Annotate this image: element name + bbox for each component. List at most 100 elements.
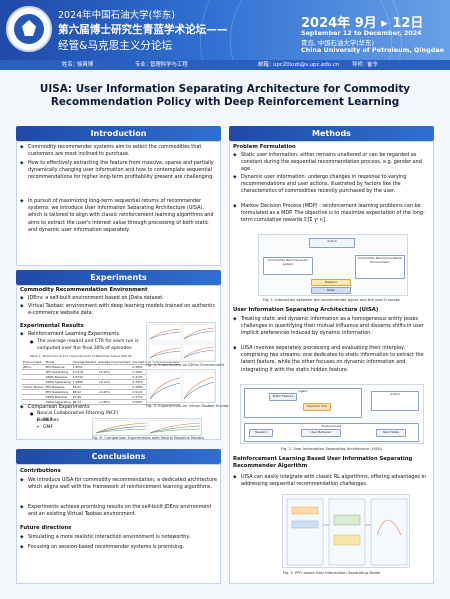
table-cell: Average Reward (71, 360, 98, 365)
venue-english: China University of Petroleum, Qingdao (301, 46, 444, 54)
fig3-caption: Fig. 3. PPO based User Information Separ… (282, 571, 381, 575)
table-cell: PPO Separating (44, 389, 72, 395)
table-cell: 64.05 (71, 384, 98, 390)
table-cell: 68.02 (71, 389, 98, 395)
env-bullet: JDEnv: a self-built environment based on… (20, 295, 218, 302)
major-label: 专业： (135, 62, 152, 68)
table-cell: 0.3851 (131, 364, 153, 370)
forum-line3: 经管&马克思主义分论坛 (58, 40, 173, 52)
table-cell: 0.4860 (131, 384, 153, 390)
fig5-svg (148, 371, 215, 402)
table-cell: - (97, 374, 132, 380)
table-cell: CTR Improvement (152, 360, 181, 365)
table-cell: 2.0178 (71, 369, 98, 375)
table-cell: - (97, 384, 132, 390)
table-cell: 0.3954 (131, 379, 153, 385)
intro-bullet: In pursuit of maximizing long-term seque… (20, 198, 218, 234)
fig2-caption: Fig. 2. User Information Separating Arch… (281, 447, 382, 451)
fig1-diagram: Action Commodity Recommender system Comm… (258, 234, 408, 296)
header-banner: 2024年中国石油大学(华东) 第六届博士研究生青蓝学术论坛—— 经管&马克思主… (0, 0, 450, 60)
table-cell: 0.5121 (131, 389, 153, 395)
future-bullet: Simulating a more realistic interaction … (20, 534, 218, 541)
fig1-node-state: State (311, 287, 351, 294)
table-cell: 1.9890 (71, 379, 98, 385)
fig2-node-user-behavior: User Behavior (301, 429, 341, 437)
problem-bullet: Static user information: either remains … (233, 152, 431, 174)
table-cell: DDPG Separating (44, 379, 72, 385)
experiments-heading: Experiments (16, 270, 221, 285)
table-cell: +6.20% (97, 389, 132, 395)
fig2-node-dynamic: Dynamic Info (303, 403, 331, 411)
fig1-node-recommender: Commodity Recommender system (263, 257, 313, 275)
fig5-caption: Fig. 5. Experiments on Virtual Taobao En… (146, 404, 240, 408)
comparison-item: GMF (36, 425, 86, 432)
fig6-svg (94, 420, 201, 435)
table-cell (22, 379, 45, 385)
results-bullet-comparison: Comparison Experiments (20, 404, 140, 411)
table-cell (22, 374, 45, 380)
table-cell: PPO Separating (44, 369, 72, 375)
fig1-node-reward: Reward (311, 279, 351, 286)
date-main: 2024年 9月 ▸ 12日 (301, 16, 424, 31)
comparison-item: MLP (36, 418, 86, 425)
intro-bullet: How to effectively extracting the featur… (20, 160, 218, 182)
fig2-node-next-state: Next State (376, 429, 406, 437)
table-cell: JDEnv (22, 364, 45, 370)
table-cell: Average CTR (131, 360, 153, 365)
results-sub-bullet: The average reward and CTR for each run … (30, 339, 140, 352)
introduction-heading: Introduction (16, 126, 221, 141)
uisa-bullet: UISA involves separately processing and … (233, 345, 431, 374)
table-cell: 0.4062 (131, 369, 153, 375)
results-title: Experimental Results (20, 323, 84, 329)
uisa-bullet: Treating static and dynamic information … (233, 316, 431, 338)
rl-bullet: UISA can easily integrate with classic R… (233, 474, 431, 488)
email-label: 邮箱： (258, 62, 275, 68)
paper-title: UISA: User Information Separating Archit… (20, 83, 430, 109)
author-info-bar: 姓名： 徐爽博 专业： 管理科学与工程 邮箱： upc20xub@s.upc.e… (0, 60, 450, 70)
table-cell: - (97, 364, 132, 370)
author-email: upc20xub@s.upc.edu.cn (273, 62, 340, 68)
fig2-node-reward: Reward (249, 429, 273, 437)
uisa-title: User Information Separating Architecture… (233, 307, 379, 313)
fig3-diagram (282, 494, 410, 568)
university-logo (6, 6, 52, 52)
table-cell: 0.3703 (131, 374, 153, 380)
fig1-caption: Fig. 1. Interaction between the recommen… (263, 298, 400, 302)
title-line1: UISA: User Information Separating Archit… (39, 83, 411, 95)
fig6-plot (92, 418, 202, 436)
table-cell: 1.8744 (71, 374, 98, 380)
advisor-label: 导师： (352, 62, 369, 68)
advisor-name: 崔令 (367, 62, 378, 68)
future-title: Future directions (20, 525, 72, 531)
table-title: Table 1. Performance and improvements of… (30, 354, 132, 358)
fig4-caption: Fig. 4. Experiments on JDEnv Environment (146, 363, 224, 367)
future-bullet: Focusing on session-based recommender sy… (20, 544, 218, 551)
title-line2: Recommendation Policy with Deep Reinforc… (50, 96, 400, 108)
fig3-svg (286, 498, 408, 566)
fig2-diagram: Agent Static Feature Dynamic Info Action… (240, 384, 424, 444)
fig1-node-environment: Commodity Recommendation Environment (355, 255, 405, 279)
author-major: 管理科学与工程 (150, 62, 188, 68)
methods-heading: Methods (229, 126, 434, 141)
logo-mark-icon (22, 20, 36, 36)
contribution-bullet: Experiments achieve promising results on… (20, 504, 218, 518)
table-cell: - (97, 394, 132, 400)
fig4-svg (148, 324, 215, 361)
contributions-title: Contributions (20, 468, 61, 474)
env-bullet: Virtual Taobao: environment with deep le… (20, 303, 218, 317)
table-cell (22, 394, 45, 400)
forum-line2: 第六届博士研究生青蓝学术论坛—— (58, 24, 228, 36)
table-header-row: Environment Model Average Reward Average… (22, 360, 181, 365)
rl-title: Reinforcement Learning Based User Inform… (233, 456, 413, 469)
name-label: 姓名： (62, 62, 79, 68)
table-cell (22, 369, 45, 375)
fig6-caption: Fig. 6. Comparison Experiments with Neur… (92, 436, 205, 440)
forum-line1: 2024年中国石油大学(华东) (58, 10, 176, 21)
table-cell: +6.11% (97, 379, 132, 385)
env-title: Commodity Recommendation Environment (20, 287, 148, 293)
problem-bullet: Markov Decision Process (MDP) : reinforc… (233, 203, 431, 225)
decor-ring (200, 0, 402, 60)
table-cell: 0.5007 (131, 399, 153, 405)
